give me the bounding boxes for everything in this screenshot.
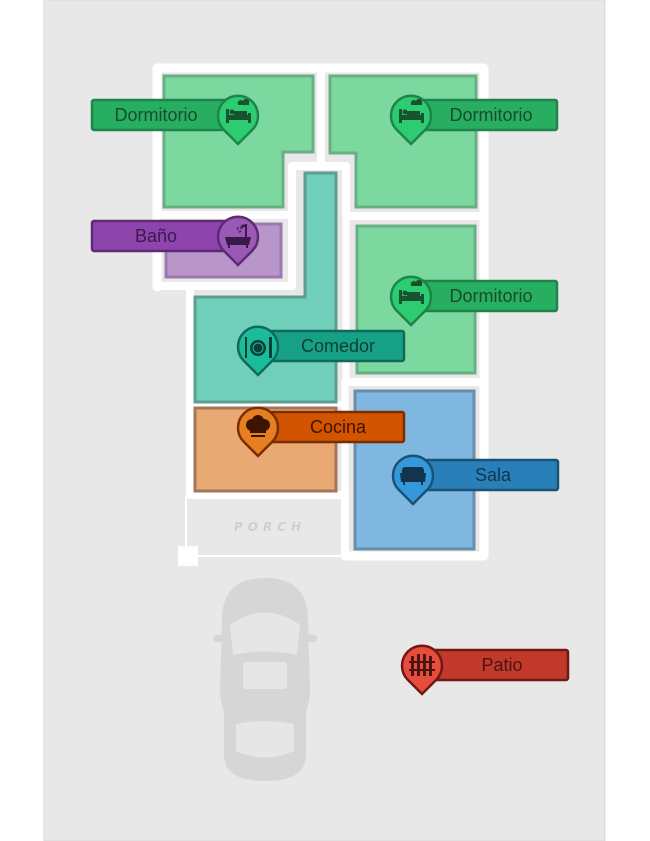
marker-bano[interactable]: Baño bbox=[90, 215, 260, 267]
marker-label: Cocina bbox=[310, 417, 367, 437]
marker-dormitorio-1[interactable]: Dormitorio bbox=[90, 94, 260, 146]
marker-comedor[interactable]: Comedor bbox=[236, 325, 406, 377]
porch: PORCH bbox=[178, 495, 345, 566]
chef-hat-icon bbox=[246, 415, 270, 437]
marker-sala[interactable]: Sala bbox=[391, 454, 560, 506]
marker-label: Sala bbox=[475, 465, 512, 485]
marker-label: Comedor bbox=[301, 336, 375, 356]
dining-icon bbox=[245, 337, 272, 358]
sofa-icon bbox=[400, 467, 426, 485]
marker-label: Dormitorio bbox=[449, 286, 532, 306]
marker-cocina[interactable]: Cocina bbox=[236, 406, 406, 458]
bed-icon bbox=[399, 279, 424, 304]
porch-label: PORCH bbox=[234, 520, 306, 534]
marker-patio[interactable]: Patio bbox=[400, 644, 570, 696]
marker-label: Patio bbox=[481, 655, 522, 675]
bathtub-icon bbox=[225, 224, 251, 248]
marker-dormitorio-3[interactable]: Dormitorio bbox=[389, 275, 559, 327]
car-icon bbox=[213, 578, 317, 781]
marker-label: Dormitorio bbox=[114, 105, 197, 125]
bed-icon bbox=[399, 98, 424, 123]
bed-icon bbox=[226, 98, 251, 123]
walls bbox=[152, 63, 489, 561]
marker-label: Baño bbox=[135, 226, 177, 246]
fence-icon bbox=[409, 654, 435, 676]
marker-label: Dormitorio bbox=[449, 105, 532, 125]
marker-dormitorio-2[interactable]: Dormitorio bbox=[389, 94, 559, 146]
